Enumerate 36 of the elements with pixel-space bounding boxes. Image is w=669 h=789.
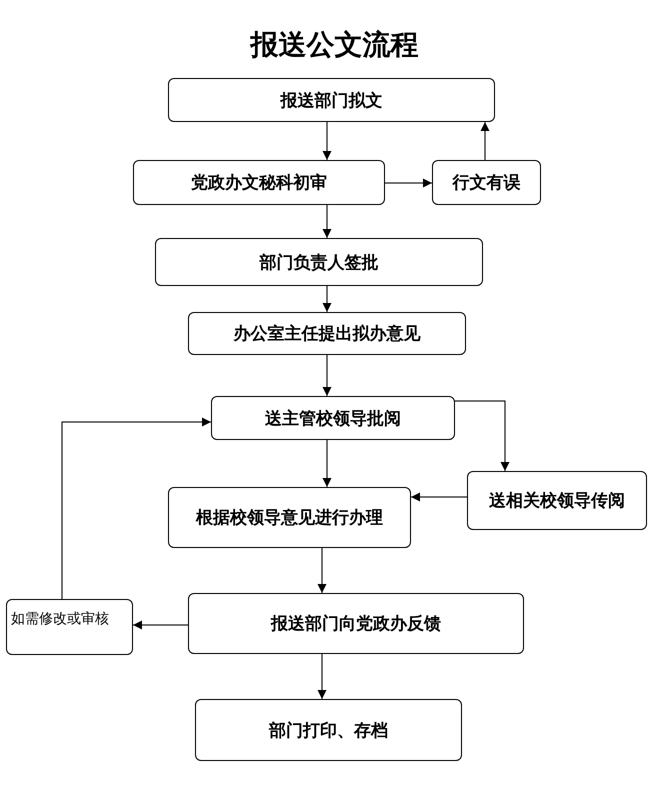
process-box: [188, 593, 524, 654]
arrow: [384, 178, 432, 188]
step-text: 部门打印、存档: [269, 720, 388, 742]
diagram-title: 报送公文流程: [250, 30, 418, 61]
process-box: [6, 599, 133, 655]
process-box: [133, 160, 385, 205]
arrow: [480, 122, 490, 160]
step-text: 如需修改或审核: [11, 610, 109, 628]
step-text: 办公室主任提出拟办意见: [234, 323, 420, 345]
arrow: [318, 548, 326, 594]
arrow: [410, 492, 468, 502]
arrow: [322, 204, 332, 238]
process-box: [188, 312, 466, 355]
arrow: [454, 400, 510, 472]
arrow: [322, 354, 332, 396]
arrow: [318, 654, 326, 700]
step-text: 送主管校领导批阅: [265, 408, 401, 430]
arrow: [322, 122, 332, 160]
step-text: 根据校领导意见进行办理: [196, 507, 383, 529]
arrow: [322, 440, 332, 488]
process-box: [467, 471, 647, 530]
process-box: [168, 487, 411, 548]
arrow: [62, 418, 212, 600]
process-box: [195, 699, 462, 761]
step-text: 报送部门向党政办反馈: [271, 613, 441, 635]
arrow: [132, 620, 188, 630]
step-text: 部门负责人签批: [260, 252, 378, 274]
process-box: [432, 160, 541, 205]
step-text: 党政办文秘科初审: [191, 172, 327, 194]
step-text: 行文有误: [452, 172, 520, 194]
process-box: [211, 396, 455, 440]
arrow: [322, 286, 332, 312]
process-box: [155, 238, 483, 286]
step-text: 送相关校领导传阅: [489, 490, 625, 512]
process-box: [168, 78, 495, 122]
step-text: 报送部门拟文: [280, 90, 382, 112]
